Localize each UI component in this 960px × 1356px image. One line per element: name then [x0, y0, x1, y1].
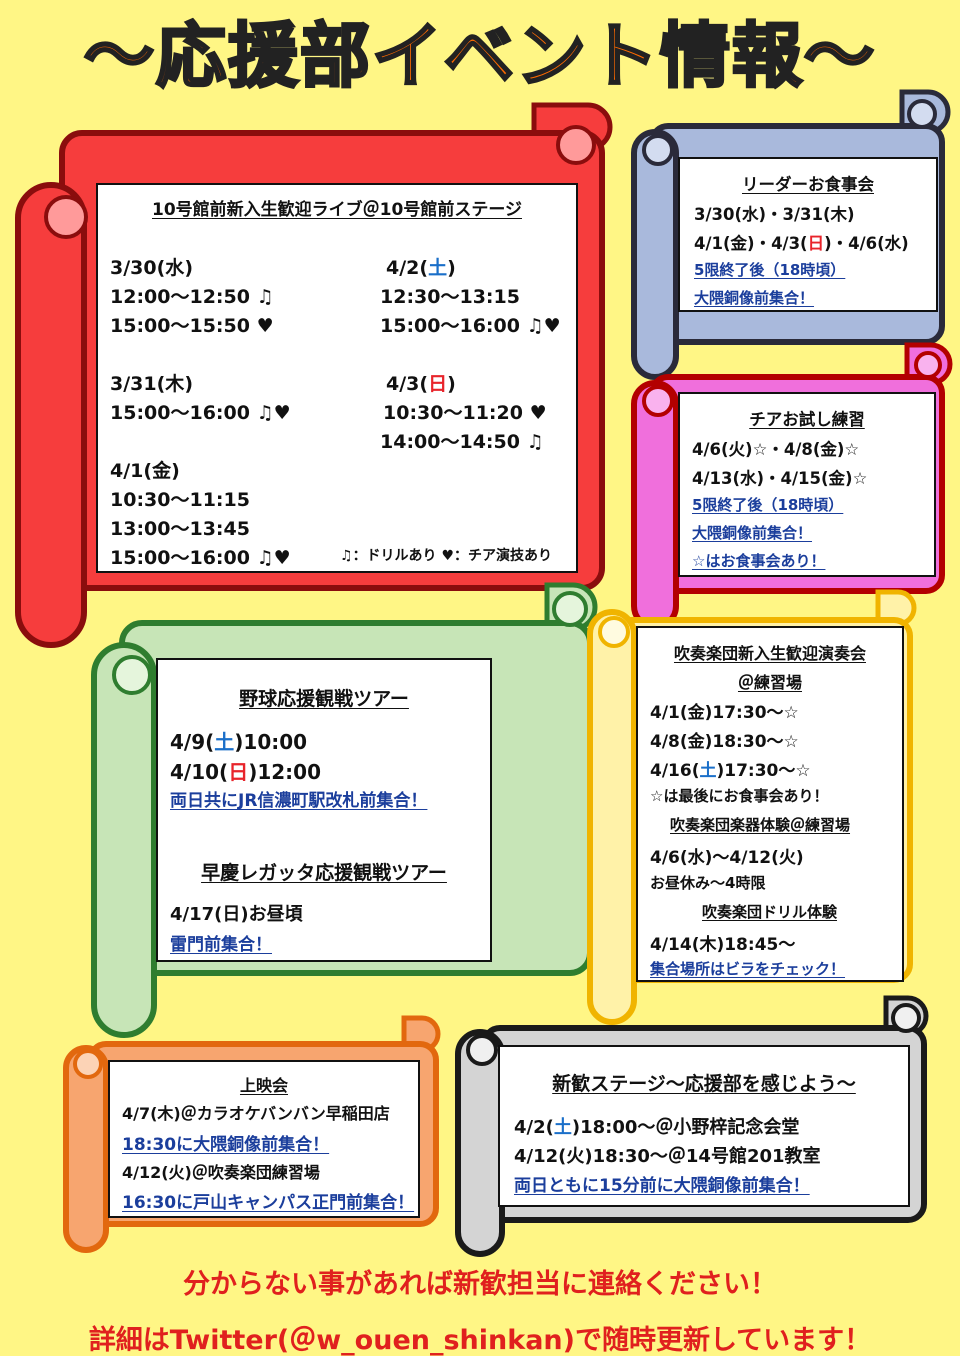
- footer-twitter: 詳細はTwitter(＠w_ouen_shinkan)で随時更新しています！: [88, 1325, 872, 1356]
- music-note-icon: ♫: [526, 431, 544, 453]
- band-instrument-time: お昼休み～4時限: [650, 874, 766, 892]
- movie-date-2: 4/12(火)＠吹奏楽団練習場: [122, 1163, 320, 1182]
- live-panel: 10号館前新入生歓迎ライブ＠10号館前ステージ 3/30(水) 12:00～12…: [96, 183, 578, 573]
- leader-meeting: 大隈銅像前集合！: [694, 289, 815, 307]
- live-title: 10号館前新入生歓迎ライブ＠10号館前ステージ: [152, 200, 522, 220]
- live-day-4: 4/2(土): [386, 257, 456, 279]
- live-time: 15:00～16:00 ♫♥: [110, 547, 291, 569]
- live-time: 15:00～15:50 ♥: [110, 315, 274, 337]
- live-day-3: 4/1(金): [110, 460, 180, 482]
- music-note-icon: ♫: [256, 402, 274, 424]
- leader-title: リーダーお食事会: [742, 175, 874, 194]
- baseball-panel: 野球応援観戦ツアー 4/9(土)10:00 4/10(日)12:00 両日共にJ…: [156, 658, 492, 962]
- band-concert-date-1: 4/1(金)17:30～☆: [650, 703, 799, 723]
- cheer-title: チアお試し練習: [749, 410, 865, 429]
- band-instrument-title: 吹奏楽団楽器体験＠練習場: [670, 816, 851, 834]
- movie-meeting-1: 18:30に大隈銅像前集合！: [122, 1135, 330, 1155]
- cheer-dates-1: 4/6(火)☆・4/8(金)☆: [692, 440, 860, 459]
- cheer-dates-2: 4/13(水)・4/15(金)☆: [692, 469, 868, 488]
- stage-meeting: 両日ともに15分前に大隈銅像前集合！: [514, 1176, 810, 1196]
- band-concert-date-3: 4/16(土)17:30～☆: [650, 761, 811, 781]
- leader-time-note: 5限終了後（18時頃）: [694, 261, 846, 279]
- music-note-icon: ♫: [256, 286, 274, 308]
- live-day-2: 3/31(木): [110, 373, 193, 395]
- stage-date-1: 4/2(土)18:00～＠小野梓記念会堂: [514, 1117, 800, 1138]
- live-legend: ♫：ドリルあり ♥：チア演技あり: [340, 548, 552, 564]
- music-note-icon: ♫: [256, 547, 274, 569]
- music-note-icon: ♫: [340, 548, 353, 564]
- band-concert-title: 吹奏楽団新入生歓迎演奏会: [673, 644, 866, 663]
- movie-title: 上映会: [239, 1076, 288, 1095]
- stage-title: 新歓ステージ～応援部を感じよう～: [552, 1073, 856, 1095]
- leader-dates-2: 4/1(金)・4/3(日)・4/6(水): [694, 234, 909, 253]
- live-time: 15:00～16:00 ♫♥: [110, 402, 291, 424]
- live-time: 13:00～13:45: [110, 518, 250, 540]
- heart-icon: ♥: [273, 547, 291, 569]
- regatta-date: 4/17(日)お昼頃: [170, 904, 303, 925]
- band-concert-place: ＠練習場: [737, 673, 802, 692]
- heart-icon: ♥: [441, 548, 454, 564]
- heart-icon: ♥: [256, 315, 274, 337]
- regatta-title: 早慶レガッタ応援観戦ツアー: [201, 862, 447, 884]
- heart-icon: ♥: [543, 315, 561, 337]
- movie-date-1: 4/7(木)＠カラオケバンバン早稲田店: [122, 1104, 390, 1123]
- band-drill-title: 吹奏楽団ドリル体験: [702, 903, 838, 921]
- live-time: 10:30～11:15: [110, 489, 250, 511]
- live-day-5: 4/3(日): [386, 373, 456, 395]
- heart-icon: ♥: [529, 402, 547, 424]
- band-panel: 吹奏楽団新入生歓迎演奏会 ＠練習場 4/1(金)17:30～☆ 4/8(金)18…: [636, 626, 904, 982]
- band-drill-meeting: 集合場所はビラをチェック！: [650, 960, 846, 978]
- heart-icon: ♥: [273, 402, 291, 424]
- band-drill-date: 4/14(木)18:45～: [650, 935, 796, 955]
- stage-panel: 新歓ステージ～応援部を感じよう～ 4/2(土)18:00～＠小野梓記念会堂 4/…: [498, 1045, 910, 1207]
- page-title: ～応援部イベント情報～: [83, 14, 876, 99]
- leader-panel: リーダーお食事会 3/30(水)・3/31(木) 4/1(金)・4/3(日)・4…: [678, 157, 938, 312]
- leader-dates-1: 3/30(水)・3/31(木): [694, 205, 855, 224]
- live-day-1: 3/30(水): [110, 257, 193, 279]
- live-time: 10:30～11:20 ♥: [383, 402, 547, 424]
- footer-contact: 分からない事があれば新歓担当に連絡ください！: [183, 1269, 777, 1300]
- movie-meeting-2: 16:30に戸山キャンパス正門前集合！: [122, 1193, 415, 1213]
- live-time: 12:00～12:50 ♫: [110, 286, 274, 308]
- movie-panel: 上映会 4/7(木)＠カラオケバンバン早稲田店 18:30に大隈銅像前集合！ 4…: [108, 1060, 420, 1218]
- band-concert-note: ☆は最後にお食事会あり！: [650, 787, 829, 805]
- baseball-meeting: 両日共にJR信濃町駅改札前集合！: [170, 791, 428, 811]
- live-time: 14:00～14:50 ♫: [380, 431, 544, 453]
- live-time: 12:30～13:15: [380, 286, 520, 308]
- baseball-date-1: 4/9(土)10:00: [170, 730, 308, 754]
- band-instrument-dates: 4/6(水)～4/12(火): [650, 848, 804, 868]
- stage-date-2: 4/12(火)18:30～＠14号館201教室: [514, 1146, 821, 1167]
- baseball-date-2: 4/10(日)12:00: [170, 760, 322, 784]
- live-time: 15:00～16:00 ♫♥: [380, 315, 561, 337]
- cheer-panel: チアお試し練習 4/6(火)☆・4/8(金)☆ 4/13(水)・4/15(金)☆…: [678, 392, 936, 577]
- band-concert-date-2: 4/8(金)18:30～☆: [650, 732, 799, 752]
- regatta-meeting: 雷門前集合！: [170, 935, 272, 955]
- cheer-time-note: 5限終了後（18時頃）: [692, 496, 844, 514]
- baseball-title: 野球応援観戦ツアー: [239, 688, 409, 710]
- cheer-meeting: 大隈銅像前集合！: [692, 524, 813, 542]
- music-note-icon: ♫: [526, 315, 544, 337]
- cheer-note: ☆はお食事会あり！: [692, 552, 826, 570]
